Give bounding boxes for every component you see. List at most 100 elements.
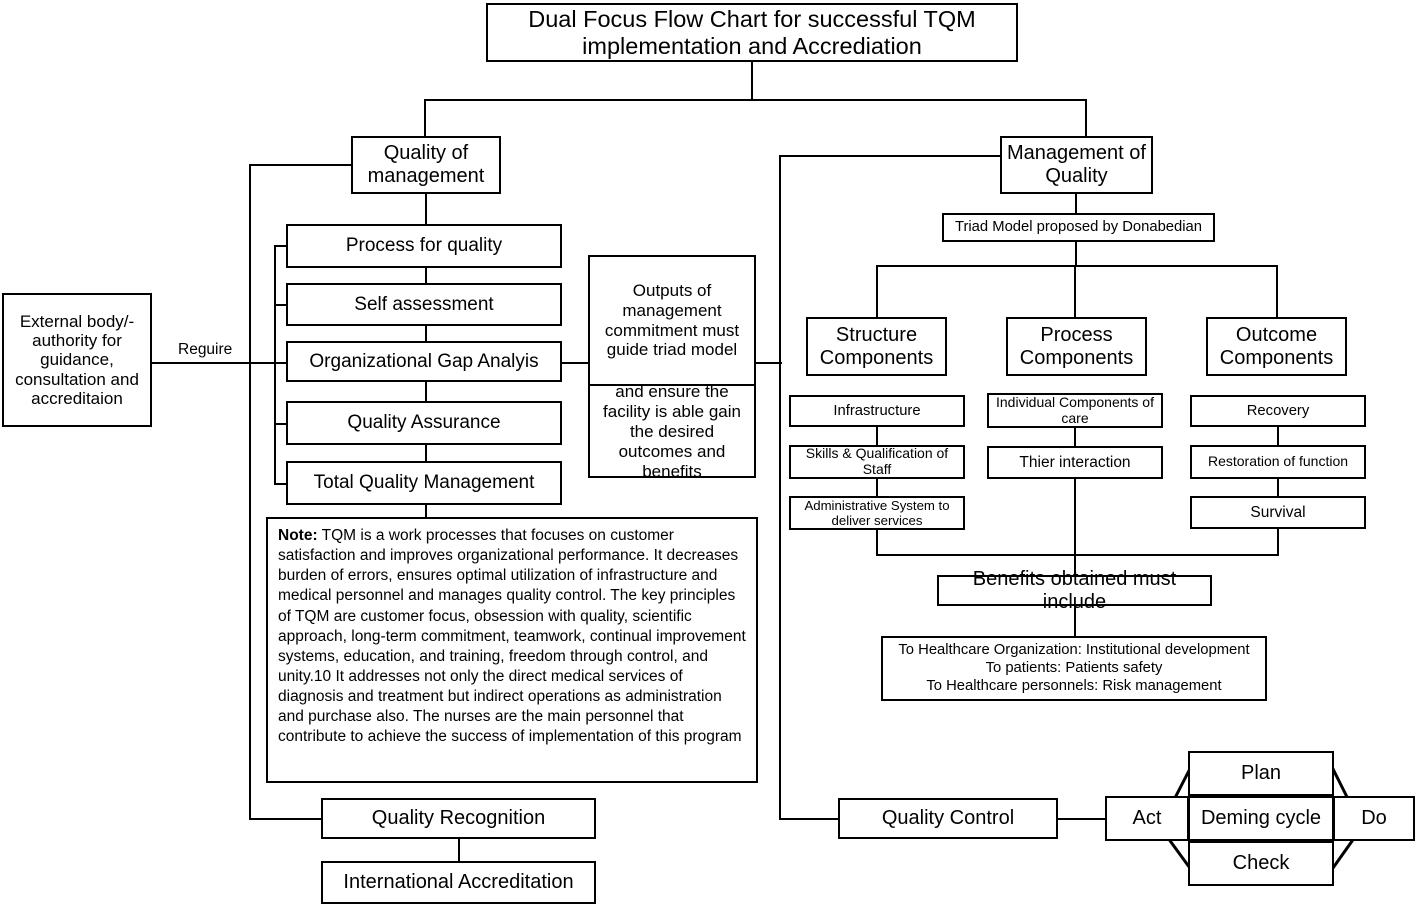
note-body: TQM is a work processes that focuses on … (278, 527, 746, 746)
connector-qa-to-tqm (425, 444, 427, 462)
connector-right-outer-spine (779, 155, 781, 820)
box-benefits-details: To Healthcare Organization: Institutiona… (881, 636, 1267, 701)
box-deming-plan: Plan (1188, 751, 1334, 796)
chart-title-box: Dual Focus Flow Chart for successful TQM… (486, 3, 1018, 62)
box-triad-model-label: Triad Model proposed by Donabedian (954, 219, 1203, 236)
connector-title-stem (751, 62, 753, 101)
connector-head-to-triad (1075, 194, 1077, 214)
connector-recognition-to-accreditation (458, 839, 460, 862)
connector-quality-control-to-act (1057, 818, 1107, 820)
connector-survival-down (1277, 529, 1279, 556)
connector-right-outer-to-quality-control (779, 818, 839, 820)
box-survival-label: Survival (1250, 503, 1306, 521)
box-restoration-of-function-label: Restoration of function (1207, 453, 1349, 470)
box-process-for-quality-label: Process for quality (345, 235, 503, 257)
box-benefits-header-label: Benefits obtained must include (972, 567, 1177, 613)
note-label: Note: (278, 527, 318, 544)
box-organizational-gap-analysis: Organizational Gap Analyis (286, 341, 562, 382)
connector-bracket-quality-assurance (274, 423, 288, 425)
connector-skills-to-admin (876, 479, 878, 496)
connector-to-outcome (1276, 265, 1278, 317)
benefits-line-1: To Healthcare Organization: Institutiona… (898, 642, 1250, 659)
box-total-quality-management: Total Quality Management (286, 461, 562, 505)
box-outputs-of-management: Outputs of management commitment must gu… (588, 255, 756, 481)
connector-bracket-process (274, 245, 288, 247)
connector-outputs-to-right-spine (755, 362, 782, 364)
box-infrastructure: Infrastructure (789, 395, 965, 427)
box-thier-interaction-label: Thier interaction (1019, 453, 1131, 471)
note-block: Note: TQM is a work processes that focus… (266, 517, 758, 783)
box-external-body: External body/-authority for guidance, c… (2, 293, 152, 427)
connector-left-outer-spine (249, 164, 251, 820)
box-restoration-of-function: Restoration of function (1190, 445, 1366, 479)
box-total-quality-management-label: Total Quality Management (313, 472, 535, 494)
box-skills-qualification: Skills & Qualification of Staff (789, 445, 965, 479)
box-administrative-system-label: Administrative System to deliver service… (804, 497, 950, 528)
connector-individual-to-interaction (1074, 428, 1076, 446)
connector-to-structure (876, 265, 878, 317)
connector-require-line (152, 362, 350, 364)
box-quality-assurance: Quality Assurance (286, 401, 562, 445)
box-international-accreditation: International Accreditation (321, 861, 596, 904)
box-deming-do-label: Do (1361, 807, 1387, 830)
connector-top-split-bar (424, 99, 1087, 101)
box-international-accreditation-label: International Accreditation (343, 871, 574, 894)
connector-triad-split-bar (876, 265, 1278, 267)
connector-admin-right (876, 554, 1075, 556)
box-deming-act-label: Act (1132, 807, 1162, 830)
box-individual-components-label: Individual Components of care (996, 393, 1154, 426)
connector-process-to-self (425, 267, 427, 284)
box-infrastructure-label: Infrastructure (833, 402, 921, 419)
chart-title-text: Dual Focus Flow Chart for successful TQM… (528, 5, 976, 59)
box-survival: Survival (1190, 496, 1366, 529)
connector-left-outer-to-head (249, 164, 353, 166)
connector-infrastructure-to-skills (876, 427, 878, 445)
benefits-line-2: To patients: Patients safety (985, 660, 1163, 677)
box-organizational-gap-analysis-label: Organizational Gap Analyis (309, 350, 539, 372)
box-quality-recognition-label: Quality Recognition (371, 807, 546, 830)
connector-interaction-to-benefits (1074, 479, 1076, 575)
box-deming-center-label: Deming cycle (1200, 807, 1322, 830)
box-administrative-system: Administrative System to deliver service… (789, 496, 965, 530)
box-external-body-label: External body/-authority for guidance, c… (15, 311, 139, 409)
require-label: Reguire (175, 341, 236, 359)
connector-recovery-to-restoration (1277, 427, 1279, 445)
connector-to-left-head (424, 99, 426, 136)
connector-bracket-gap-analysis (274, 362, 288, 364)
connector-restoration-to-survival (1277, 479, 1279, 496)
box-skills-qualification-label: Skills & Qualification of Staff (805, 445, 949, 477)
connector-gap-to-qa (425, 381, 427, 402)
box-quality-assurance-label: Quality Assurance (347, 412, 501, 434)
connector-bracket-self-assessment (274, 304, 288, 306)
connector-triad-stem (1075, 242, 1077, 267)
box-quality-control: Quality Control (838, 798, 1058, 839)
box-process-components-label: Process Components (1019, 323, 1134, 369)
box-outputs-top-label: Outputs of management commitment must gu… (590, 257, 754, 387)
connector-to-process-components (1074, 265, 1076, 317)
box-deming-plan-label: Plan (1240, 762, 1282, 785)
connector-self-to-gap (425, 325, 427, 342)
box-outputs-bottom-label: and ensure the facility is able gain the… (603, 382, 741, 481)
box-quality-of-management-label: Quality of management (367, 142, 485, 187)
box-quality-control-label: Quality Control (881, 807, 1015, 830)
box-quality-of-management: Quality of management (351, 136, 501, 194)
connector-gap-to-outputs (561, 362, 589, 364)
connector-admin-down (876, 530, 878, 556)
box-process-components: Process Components (1006, 317, 1147, 376)
connector-tqm-to-note (425, 504, 427, 518)
benefits-line-3: To Healthcare personnels: Risk managemen… (926, 677, 1222, 694)
box-individual-components: Individual Components of care (987, 393, 1163, 428)
box-structure-components-label: Structure Components (819, 323, 934, 369)
box-process-for-quality: Process for quality (286, 224, 562, 268)
box-deming-act: Act (1105, 796, 1189, 841)
connector-bracket-tqm (274, 483, 288, 485)
box-thier-interaction: Thier interaction (987, 446, 1163, 479)
connector-to-right-head (1085, 99, 1087, 136)
connector-left-bracket-spine (274, 245, 276, 484)
connector-left-outer-to-recognition (249, 818, 323, 820)
box-management-of-quality-label: Management of Quality (1007, 142, 1146, 187)
box-outcome-components: Outcome Components (1206, 317, 1347, 376)
box-quality-recognition: Quality Recognition (321, 798, 596, 839)
connector-right-outer-to-head (779, 155, 1001, 157)
